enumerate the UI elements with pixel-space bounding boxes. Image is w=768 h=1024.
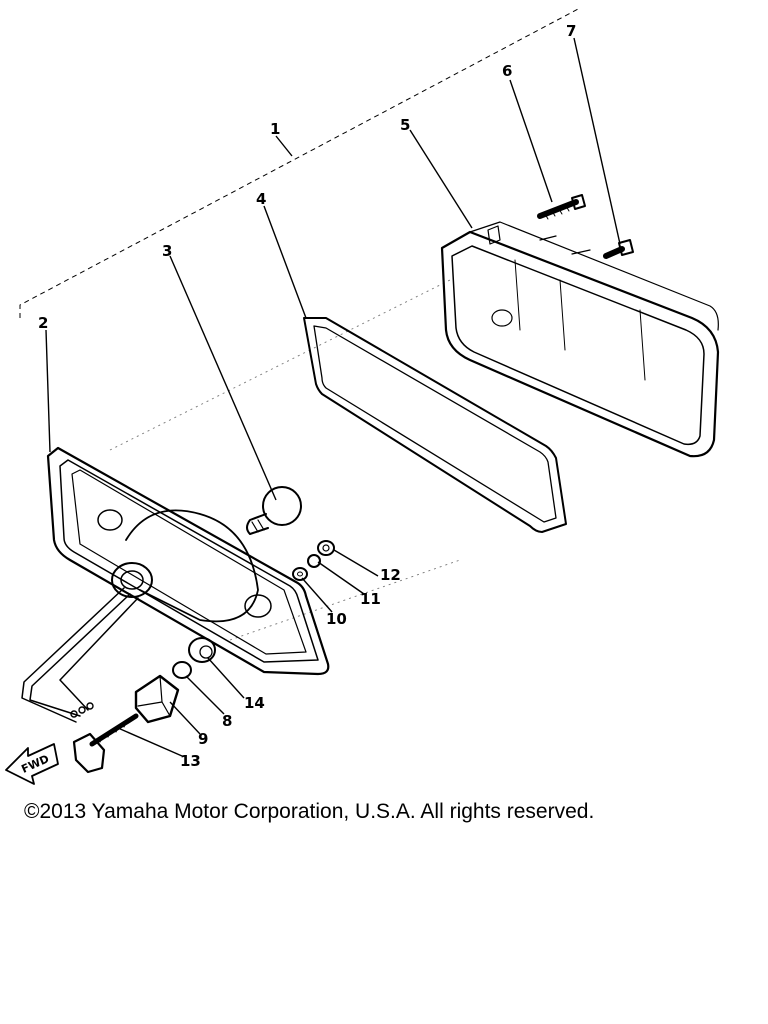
callout-labels: 1 2 3 4 5 6 7 8 9 10 11 12 13 14 — [38, 22, 576, 770]
nut-part-12 — [317, 540, 335, 556]
bulb-part-3 — [246, 486, 302, 535]
screw-part-6 — [537, 194, 586, 220]
leader-lines — [45, 37, 621, 757]
lamp-housing-part-5 — [440, 221, 720, 458]
callout-14: 14 — [244, 694, 265, 712]
callout-2: 2 — [38, 314, 48, 332]
callout-12: 12 — [380, 566, 401, 584]
callout-4: 4 — [256, 190, 266, 208]
gasket-part-4 — [303, 317, 567, 533]
callout-9: 9 — [198, 730, 208, 748]
lock-washer-part-11 — [307, 554, 321, 568]
callout-11: 11 — [360, 590, 381, 608]
callout-6: 6 — [502, 62, 512, 80]
callout-10: 10 — [326, 610, 347, 628]
callout-8: 8 — [222, 712, 232, 730]
damper-part-9 — [134, 674, 180, 724]
wire-harness — [21, 587, 139, 723]
callout-13: 13 — [180, 752, 201, 770]
callout-1: 1 — [270, 120, 280, 138]
alignment-lines — [109, 279, 461, 641]
copyright-notice: ©2013 Yamaha Motor Corporation, U.S.A. A… — [24, 800, 595, 823]
assembly-bracket-1 — [19, 7, 581, 318]
screw-part-7 — [603, 239, 634, 259]
callout-3: 3 — [162, 242, 172, 260]
parts-diagram: FWD 1 2 3 4 5 6 7 8 9 10 11 12 13 14 — [5, 7, 720, 785]
forward-arrow-icon: FWD — [5, 743, 59, 785]
spacer-part-8 — [172, 661, 192, 679]
grommet-part-14 — [188, 637, 216, 663]
callout-7: 7 — [566, 22, 576, 40]
fwd-label: FWD — [19, 752, 51, 776]
washer-part-10 — [292, 567, 308, 581]
callout-5: 5 — [400, 116, 410, 134]
lens-part-2 — [46, 446, 330, 676]
bolt-part-13 — [72, 713, 139, 774]
